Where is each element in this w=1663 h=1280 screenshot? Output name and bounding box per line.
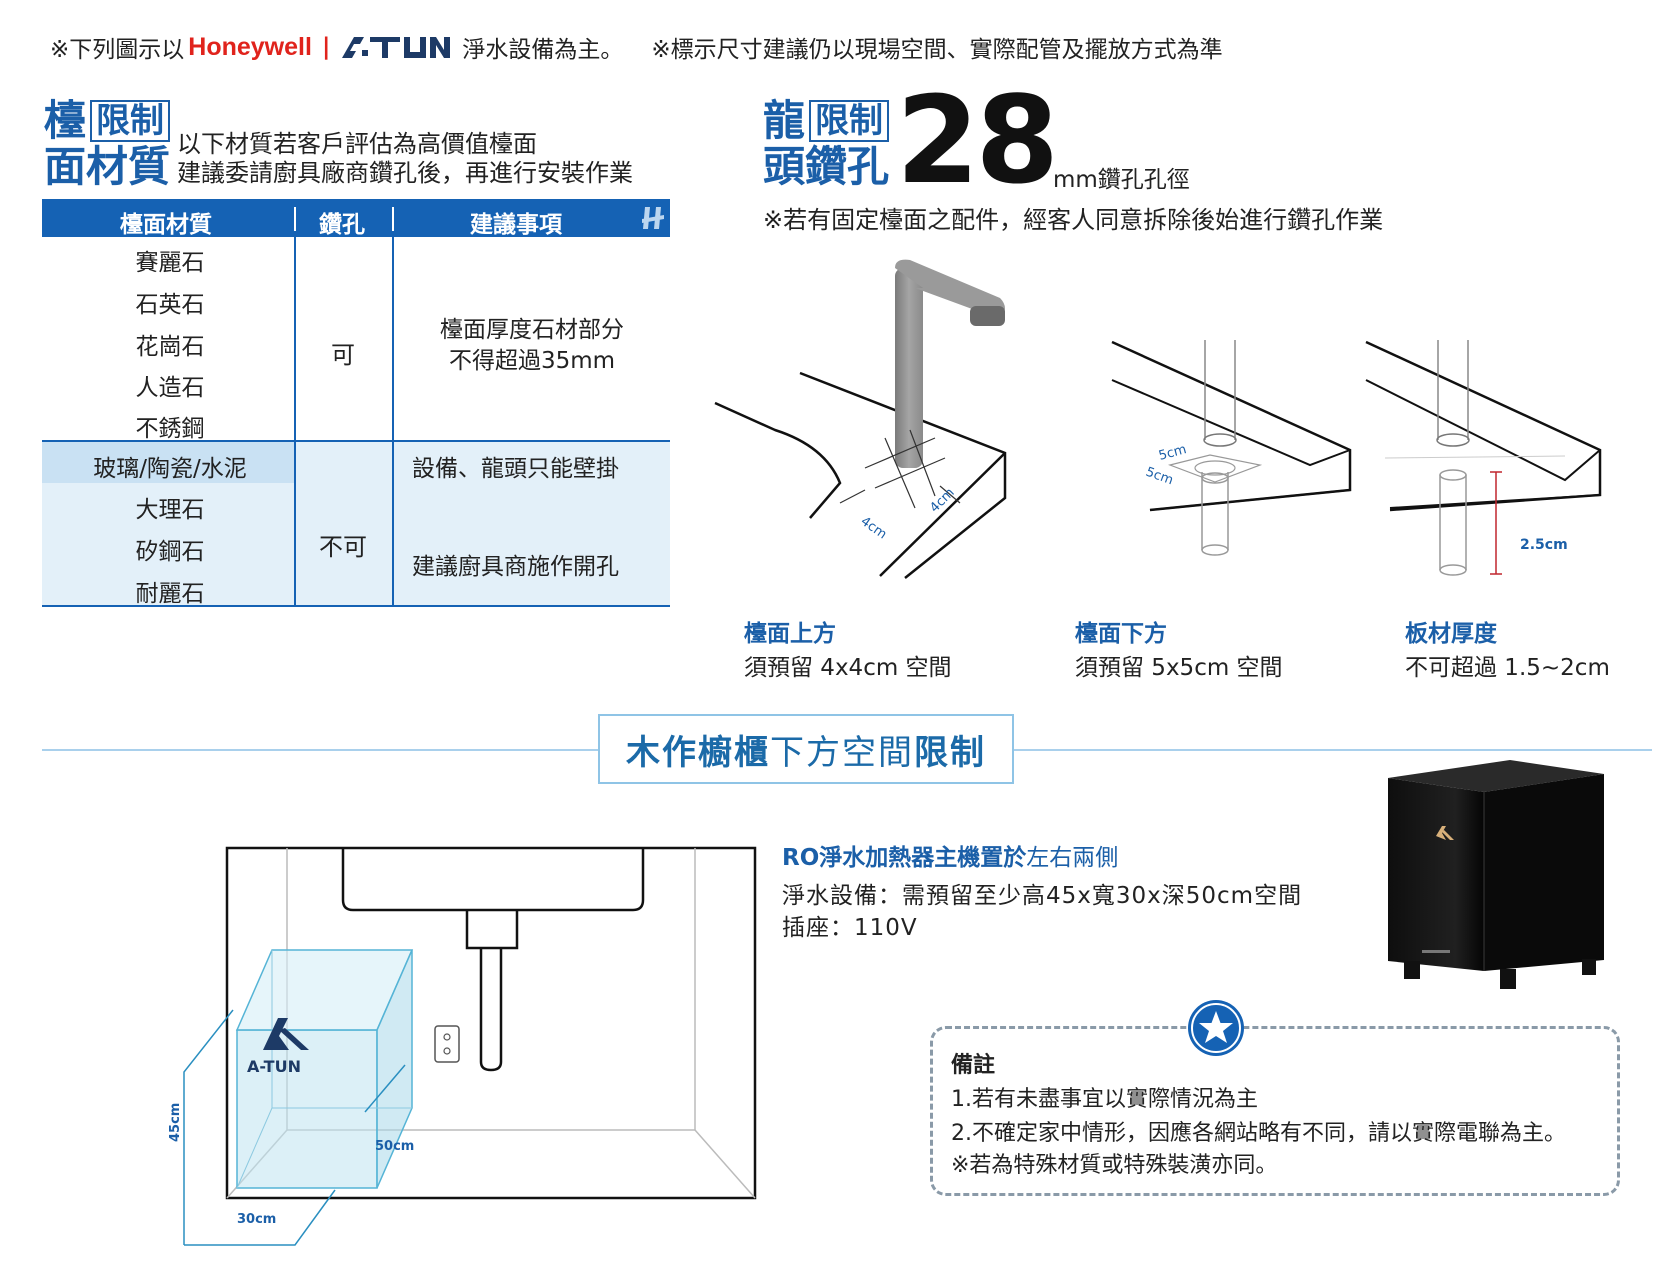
material-table: 賽麗石 石英石 花崗石 人造石 不銹鋼 可 檯面厚度石材部分 不得超過35mm … (42, 237, 670, 607)
unit-logo-text: A-TUN (247, 1057, 301, 1076)
caption-text: 須預留 4x4cm 空間 (744, 655, 952, 681)
col-header-drill: 鑽孔 (319, 212, 365, 238)
material-item: 賽麗石 (135, 250, 205, 276)
material-item: 石英石 (135, 292, 205, 318)
advice-line: 不得超過35mm (448, 348, 616, 374)
ro-unit-image (1388, 760, 1604, 989)
dim-unit-depth: 50cm (375, 1139, 414, 1154)
header-line: ※下列圖示以 Honeywell | 淨水設備為主。 ※標示尺寸建議仍以現場空間… (50, 30, 1223, 64)
faucet-note: ※若有固定檯面之配件，經客人同意拆除後始進行鑽孔作業 (763, 206, 1384, 234)
counter-title-line2: 面材質 (44, 142, 171, 191)
dim-below-side: 5cm (1144, 465, 1176, 489)
under-counter-diagram: 5cm 5cm (1111, 340, 1352, 556)
caption-above: 檯面上方 須預留 4x4cm 空間 (744, 614, 952, 682)
caption-text: 須預留 5x5cm 空間 (1075, 655, 1283, 681)
advice-wall-mount: 設備、龍頭只能壁掛 (412, 456, 619, 482)
dim-unit-width: 30cm (237, 1212, 276, 1227)
material-item: 矽鋼石 (135, 539, 205, 565)
note-line: 2.不確定家中情形，因應各網站略有不同，請以實際電聯為主。 (951, 1121, 1566, 1146)
ro-placement-title: RO淨水加熱器主機置於左右兩側 (782, 838, 1118, 872)
hole-diameter-unit: mm鑽孔孔徑 (1053, 167, 1190, 193)
counter-limit-box: 限制 (90, 100, 171, 142)
caption-title: 檯面上方 (744, 621, 836, 647)
material-item: 玻璃/陶瓷/水泥 (93, 456, 247, 482)
caption-title: 板材厚度 (1405, 621, 1497, 647)
note-line: 1.若有未盡事宜以實際情況為主 (951, 1087, 1258, 1112)
thickness-diagram: 2.5cm (1365, 340, 1602, 576)
section-title-light: 下方空間 (770, 732, 914, 773)
dim-thickness: 2.5cm (1520, 537, 1568, 553)
advice-cabinet-maker: 建議廚具商施作開孔 (412, 554, 619, 580)
material-item: 大理石 (135, 497, 205, 523)
faucet-title-char: 龍 (763, 96, 806, 145)
advice-group1: 檯面厚度石材部分 不得超過35mm (394, 315, 670, 377)
material-item: 人造石 (135, 375, 205, 401)
counter-description: 以下材質若客戶評估為高價值檯面 建議委請廚具廠商鑽孔後，再進行安裝作業 (177, 130, 633, 188)
honeywell-h-icon (642, 207, 664, 229)
material-item: 耐麗石 (135, 581, 205, 607)
faucet-title-line2: 頭鑽孔 (763, 142, 890, 191)
material-table-header: 檯面材質 鑽孔 建議事項 (42, 199, 670, 238)
notes-box: 備註 1.若有未盡事宜以實際情況為主 2.不確定家中情形，因應各網站略有不同，請… (930, 1026, 1620, 1196)
ro-title-light: 左右兩側 (1026, 845, 1119, 871)
drill-not-allowed: 不可 (319, 533, 367, 561)
ro-title-bold: RO淨水加熱器主機置於 (782, 845, 1027, 871)
counter-desc-line1: 以下材質若客戶評估為高價值檯面 (177, 130, 537, 158)
advice-line: 檯面厚度石材部分 (440, 317, 624, 343)
faucet-limit-box: 限制 (809, 100, 890, 142)
caption-thickness: 板材厚度 不可超過 1.5~2cm (1405, 614, 1610, 682)
counter-title: 檯 限制 面材質 (44, 96, 171, 191)
col-header-advice: 建議事項 (470, 212, 562, 238)
ro-outlet-requirement: 插座：110V (782, 915, 918, 941)
star-icon (1188, 1000, 1244, 1056)
section-title-bold2: 限制 (914, 732, 986, 773)
cabinet-diagram: A-TUN 45cm 50cm 30cm (168, 846, 757, 1246)
material-item: 不銹鋼 (135, 416, 205, 442)
hole-diameter-number: 28 (896, 72, 1059, 211)
header-note: ※標示尺寸建議仍以現場空間、實際配管及擺放方式為準 (651, 37, 1223, 63)
counter-desc-line2: 建議委請廚具廠商鑽孔後，再進行安裝作業 (177, 159, 633, 187)
faucet-title: 龍 限制 頭鑽孔 (763, 96, 890, 191)
section-title-bold1: 木作櫥櫃 (626, 732, 770, 773)
header-middle: 淨水設備為主。 (462, 37, 624, 63)
caption-below: 檯面下方 須預留 5x5cm 空間 (1075, 614, 1283, 682)
caption-text: 不可超過 1.5~2cm (1405, 655, 1610, 681)
dim-unit-height: 45cm (168, 1103, 183, 1142)
cabinet-section-title: 木作櫥櫃下方空間限制 (598, 714, 1014, 784)
faucet-above-diagram: 4cm 4cm (714, 259, 1007, 579)
header-prefix: ※下列圖示以 (50, 37, 185, 63)
drill-allowed: 可 (331, 341, 355, 369)
atun-logo-icon (340, 34, 452, 60)
ro-space-requirement: 淨水設備：需預留至少高45x寬30x深50cm空間 (782, 883, 1303, 909)
counter-title-char: 檯 (44, 96, 87, 145)
caption-title: 檯面下方 (1075, 621, 1167, 647)
col-header-material: 檯面材質 (120, 212, 212, 238)
notes-title: 備註 (951, 1053, 996, 1078)
dim-below-top: 5cm (1157, 442, 1188, 464)
note-line: ※若為特殊材質或特殊裝潢亦同。 (951, 1153, 1278, 1178)
dim-above-right: 4cm (927, 485, 957, 515)
dim-above-left: 4cm (858, 514, 890, 542)
header-divider: | (321, 34, 331, 60)
material-item: 花崗石 (135, 334, 205, 360)
honeywell-logo: Honeywell (188, 32, 312, 61)
